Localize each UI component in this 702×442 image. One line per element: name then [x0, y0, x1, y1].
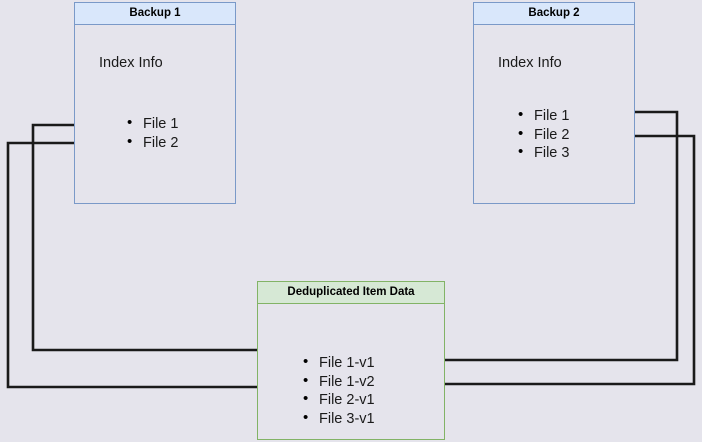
backup-1-file-list: File 1 File 2 — [127, 114, 178, 153]
backup-2-file-list: File 1 File 2 File 3 — [518, 106, 569, 163]
deduplicated-item-data-body: File 1-v1 File 1-v2 File 2-v1 File 3-v1 — [258, 304, 444, 439]
backup-2-box[interactable]: Backup 2 Index Info File 1 File 2 File 3 — [473, 2, 635, 204]
backup-2-index-info-label: Index Info — [498, 55, 562, 71]
backup-2-title: Backup 2 — [474, 3, 634, 25]
deduplicated-item-data-title: Deduplicated Item Data — [258, 282, 444, 304]
list-item: File 1 — [127, 114, 178, 134]
list-item: File 1-v2 — [303, 372, 375, 392]
backup-2-body: Index Info File 1 File 2 File 3 — [474, 25, 634, 203]
list-item: File 2 — [518, 125, 569, 145]
list-item: File 2 — [127, 133, 178, 153]
backup-1-body: Index Info File 1 File 2 — [75, 25, 235, 203]
list-item: File 1 — [518, 106, 569, 126]
backup-1-title: Backup 1 — [75, 3, 235, 25]
list-item: File 1-v1 — [303, 353, 375, 373]
backup-1-box[interactable]: Backup 1 Index Info File 1 File 2 — [74, 2, 236, 204]
backup-1-index-info-label: Index Info — [99, 55, 163, 71]
deduplicated-file-list: File 1-v1 File 1-v2 File 2-v1 File 3-v1 — [303, 353, 375, 429]
list-item: File 2-v1 — [303, 390, 375, 410]
list-item: File 3 — [518, 143, 569, 163]
deduplicated-item-data-box[interactable]: Deduplicated Item Data File 1-v1 File 1-… — [257, 281, 445, 440]
list-item: File 3-v1 — [303, 409, 375, 429]
